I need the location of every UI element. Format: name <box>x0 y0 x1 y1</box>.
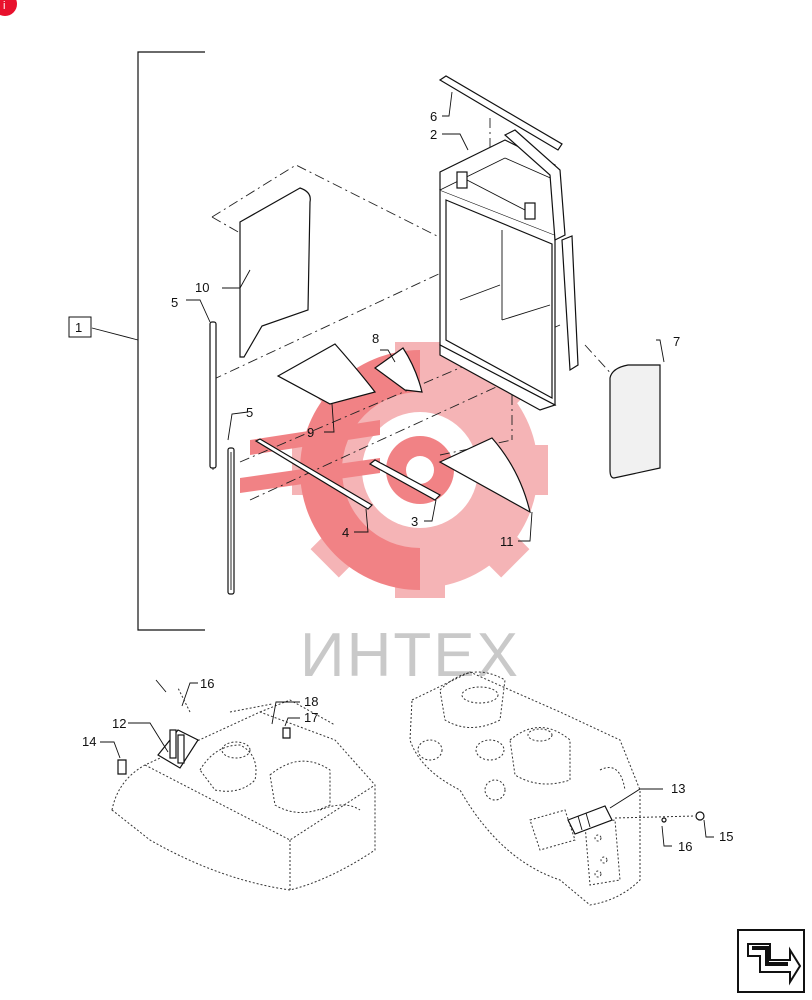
leader-lines-upper <box>186 91 665 542</box>
leader-lines-lower <box>100 682 714 847</box>
mount-detail-left <box>111 679 376 891</box>
callout-8: 8 <box>372 331 379 346</box>
callout-5b: 5 <box>246 405 253 420</box>
group-label: 1 <box>75 320 82 335</box>
callout-14: 14 <box>82 734 96 749</box>
seal-strip-part-3[interactable] <box>368 459 441 501</box>
callout-13: 13 <box>671 781 685 796</box>
seal-strip-part-5a[interactable] <box>209 321 217 469</box>
radiator-frame-part-2[interactable] <box>439 129 579 411</box>
callout-17: 17 <box>304 710 318 725</box>
seal-strip-part-4[interactable] <box>254 438 373 510</box>
callout-11: 11 <box>500 534 514 549</box>
next-page-arrow-icon[interactable] <box>737 929 805 993</box>
group-bracket: 1 <box>68 51 205 631</box>
callout-3: 3 <box>411 514 418 529</box>
info-badge-text: i <box>3 0 5 12</box>
callout-2: 2 <box>430 127 437 142</box>
callout-5a: 5 <box>171 295 178 310</box>
callout-16b: 16 <box>678 839 692 854</box>
info-badge: i <box>0 0 17 16</box>
side-panel-part-7[interactable] <box>609 364 661 479</box>
callout-6: 6 <box>430 109 437 124</box>
watermark-logo <box>240 342 548 598</box>
callout-15: 15 <box>719 829 733 844</box>
callout-16a: 16 <box>200 676 214 691</box>
mount-detail-right <box>409 671 705 906</box>
callout-12: 12 <box>112 716 126 731</box>
baffle-part-11[interactable] <box>438 437 531 514</box>
top-seal-part-6[interactable] <box>438 75 563 151</box>
callout-9: 9 <box>307 425 314 440</box>
side-panel-part-10[interactable] <box>239 187 311 358</box>
baffle-part-8[interactable] <box>373 347 423 393</box>
callout-18: 18 <box>304 694 318 709</box>
watermark-text: ИНТЕХ <box>300 621 520 690</box>
callout-7: 7 <box>673 334 680 349</box>
callout-4: 4 <box>342 525 349 540</box>
group-label-box <box>68 316 92 338</box>
callout-10: 10 <box>195 280 209 295</box>
baffle-part-9[interactable] <box>276 343 377 405</box>
